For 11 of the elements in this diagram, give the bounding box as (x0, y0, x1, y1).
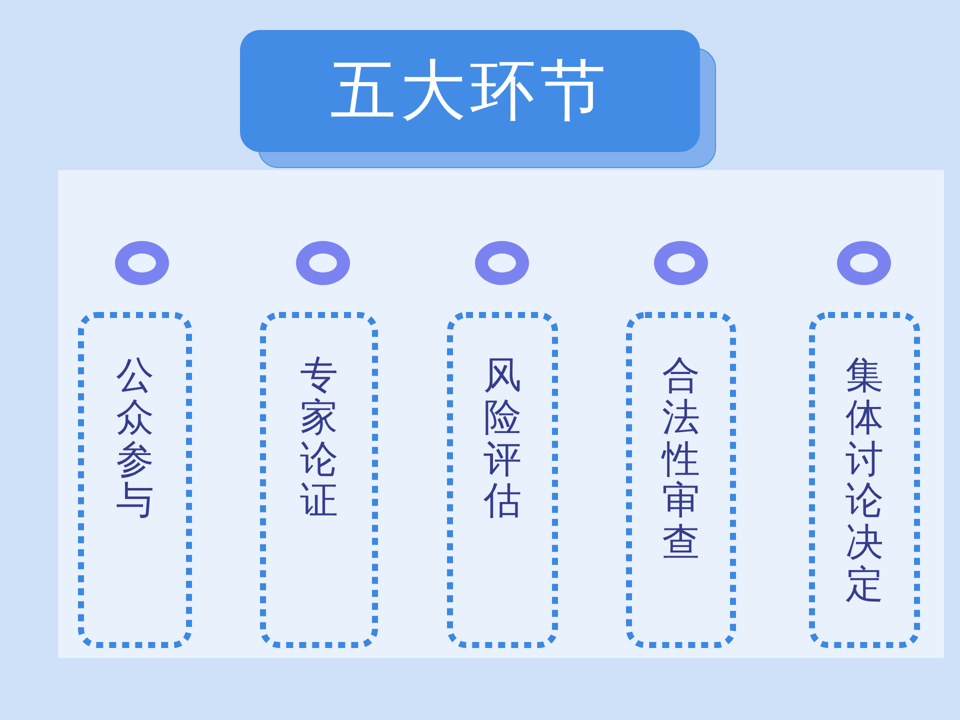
vertical-label: 专家论证 (300, 356, 338, 524)
title-banner: 五大环节 (240, 30, 700, 152)
vertical-label: 集体讨论决定 (846, 356, 884, 607)
vertical-label: 公众参与 (116, 356, 154, 524)
vertical-label: 合法性审查 (662, 356, 700, 565)
dotted-box (626, 312, 736, 648)
dotted-box (447, 312, 558, 648)
dotted-box (809, 312, 920, 648)
dotted-box (78, 312, 192, 648)
dotted-box (260, 312, 378, 648)
vertical-label: 风险评估 (484, 356, 522, 524)
